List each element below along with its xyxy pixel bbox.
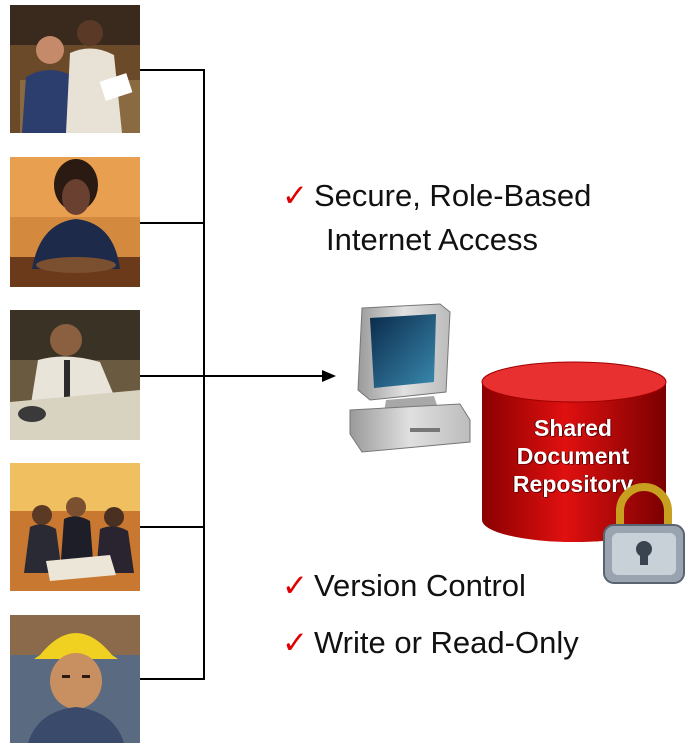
- bullet-text: Secure, Role-Based: [313, 178, 592, 213]
- photo-businesswoman: [10, 157, 140, 287]
- photo-man-at-desk: [10, 310, 140, 440]
- bullet-write-read-only: ✓Write or Read-Only: [282, 624, 579, 662]
- bullet-secure-access: ✓Secure, Role-Based: [282, 177, 591, 215]
- photo-workers-reviewing-document: [10, 5, 140, 133]
- computer-icon: [349, 303, 471, 453]
- arrowhead-icon: [322, 370, 336, 382]
- bullet-version-control: ✓Version Control: [282, 567, 526, 605]
- photo-business-meeting: [10, 463, 140, 591]
- photo-construction-worker: [10, 615, 140, 743]
- repository-label-line3: Repository: [512, 471, 634, 497]
- repository-label-line2: Document: [516, 443, 630, 469]
- bullet-text: Version Control: [313, 568, 526, 603]
- repository-label-line1: Shared: [534, 415, 612, 441]
- padlock-icon: [603, 483, 685, 584]
- checkmark-icon: ✓: [282, 178, 308, 214]
- checkmark-icon: ✓: [282, 625, 308, 661]
- checkmark-icon: ✓: [282, 568, 308, 604]
- bullet-text: Write or Read-Only: [313, 625, 579, 660]
- bullet-secure-access-line2: Internet Access: [326, 222, 538, 257]
